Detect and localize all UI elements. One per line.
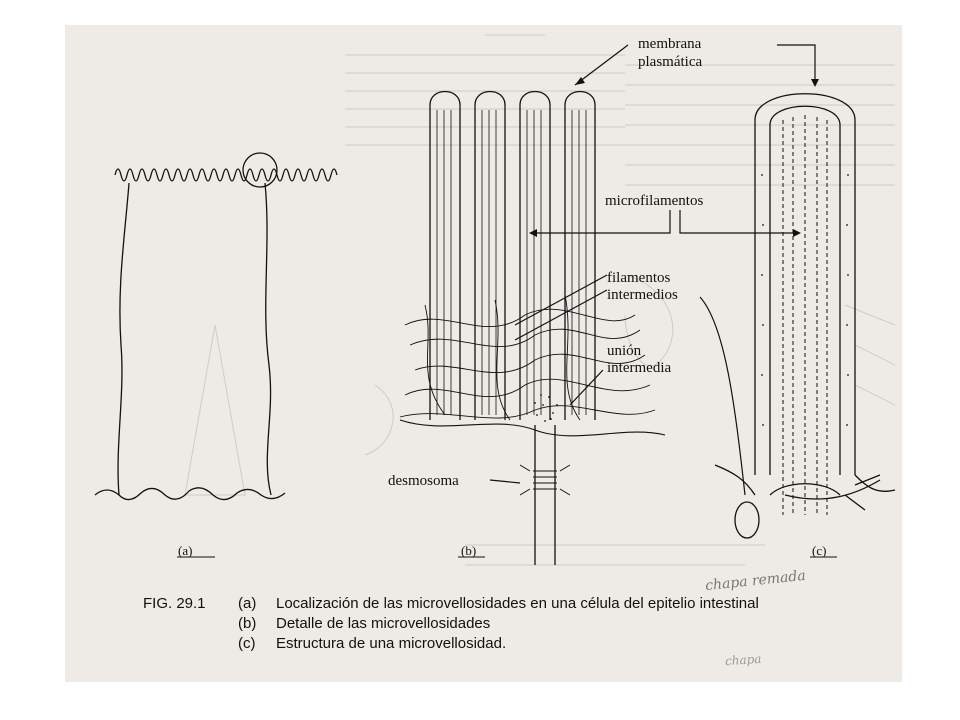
panel-b-microvilli [399, 91, 666, 565]
caption-row-c: (c) Estructura de una microvellosidad. [143, 634, 863, 654]
label-plasmatica: plasmática [638, 54, 703, 70]
caption-letter: (c) [238, 635, 256, 652]
leader-lines [489, 44, 816, 496]
label-filamentos: filamentos [607, 270, 671, 286]
scanned-figure: membrana plasmática microfilamentos fila… [65, 25, 902, 682]
label-intermedios: intermedios [607, 287, 678, 303]
label-membrana: membrana [638, 36, 702, 52]
bleed-through-text [184, 34, 896, 566]
label-intermedia: intermedia [607, 360, 672, 376]
handwritten-note-lower: chapa [724, 651, 762, 669]
panel-c-label: (c) [812, 543, 827, 558]
caption-row-a: FIG. 29.1 (a) Localización de las microvel… [143, 594, 863, 614]
panel-b-label: (b) [461, 543, 477, 558]
arrowheads [529, 77, 819, 237]
panel-a-label: (a) [178, 543, 193, 558]
caption-letter: (a) [238, 595, 257, 612]
panel-a-cell [94, 152, 338, 501]
caption-text: Localización de las microvellosidades en… [276, 595, 759, 612]
figure-number: FIG. 29.1 [143, 595, 206, 612]
caption-letter: (b) [238, 615, 257, 632]
caption-row-b: (b) Detalle de las microvellosidades [143, 614, 863, 634]
desmosome-mark [519, 464, 571, 496]
junction-stipple [534, 394, 558, 422]
caption-text: Detalle de las microvellosidades [276, 615, 491, 632]
label-desmosoma: desmosoma [388, 473, 459, 489]
label-microfilamentos: microfilamentos [605, 193, 704, 209]
figure-caption: FIG. 29.1 (a) Localización de las microvel… [143, 594, 863, 654]
intermediate-filaments-mesh [399, 294, 656, 421]
caption-text: Estructura de una microvellosidad. [276, 635, 507, 652]
diagram-drawing [94, 34, 896, 566]
panel-c-microvillus [714, 93, 896, 539]
label-union: unión [607, 343, 642, 359]
